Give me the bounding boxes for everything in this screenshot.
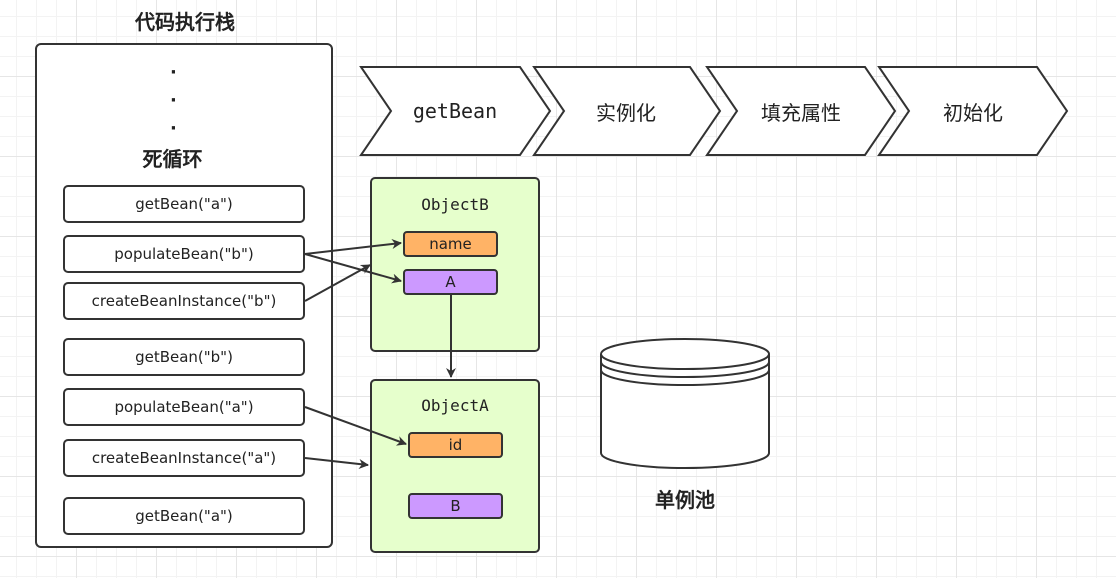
object-b-field-name: name: [403, 231, 498, 257]
stack-title: 代码执行栈: [135, 10, 235, 34]
stack-frame: createBeanInstance("a"): [63, 439, 305, 477]
flow-step-label: 实例化: [596, 100, 656, 125]
singleton-pool-cylinder: [600, 338, 770, 469]
ellipsis-dot: ·: [170, 118, 177, 139]
stack-frame: getBean("b"): [63, 338, 305, 376]
object-b-box: [370, 177, 540, 352]
flow-step-label: 填充属性: [761, 100, 841, 125]
arrow-populate-a-to-id: [304, 406, 407, 446]
stack-frame: createBeanInstance("b"): [63, 282, 305, 320]
ellipsis-dot: ·: [170, 62, 177, 83]
stack-frame: getBean("a"): [63, 497, 305, 535]
stack-frame: populateBean("b"): [63, 235, 305, 273]
flow-step-chevron: [705, 66, 897, 156]
singleton-pool-label: 单例池: [655, 488, 715, 512]
flow-step-label: 初始化: [943, 100, 1003, 125]
flow-step-chevron: [532, 66, 722, 156]
loop-label: 死循环: [142, 147, 203, 171]
arrow-create-a-to-objecta: [304, 457, 369, 469]
object-b-title: ObjectB: [421, 195, 489, 214]
object-a-title: ObjectA: [421, 396, 489, 415]
object-a-field-id: id: [408, 432, 503, 458]
object-b-field-a: A: [403, 269, 498, 295]
stack-frame: getBean("a"): [63, 185, 305, 223]
object-a-box: [370, 379, 540, 553]
object-a-field-b: B: [408, 493, 503, 519]
arrow-populate-b-to-name: [304, 239, 402, 255]
flow-step-label: getBean: [412, 99, 498, 123]
flow-step-chevron: [877, 66, 1069, 156]
stack-frame: populateBean("a"): [63, 388, 305, 426]
ellipsis-dot: ·: [170, 90, 177, 111]
arrow-create-b-to-objectb: [304, 264, 371, 302]
arrow-populate-b-to-a: [304, 253, 402, 284]
flow-step-chevron: [359, 66, 552, 156]
